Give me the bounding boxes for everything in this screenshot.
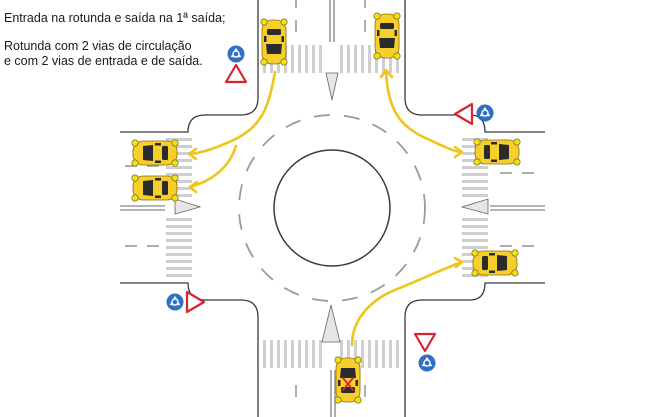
yield-sign-icon — [224, 63, 248, 84]
car-icon — [471, 249, 519, 277]
divider-islands — [174, 72, 489, 343]
caption-description: Rotunda com 2 vias de circulação e com 2… — [4, 39, 203, 69]
road-outline — [120, 0, 545, 417]
car-paths — [188, 70, 464, 347]
car-icon — [260, 18, 288, 66]
roundabout-sign-icon — [475, 103, 495, 123]
roundabout-circle — [238, 114, 426, 302]
yield-sign-icon — [185, 290, 206, 314]
crosswalk-left — [166, 138, 192, 277]
roundabout-sign-icon — [226, 44, 246, 64]
yield-sign-icon — [453, 102, 474, 126]
car-icon — [131, 139, 179, 167]
path-arrowheads — [187, 68, 464, 269]
caption-title: Entrada na rotunda e saída na 1ª saída; — [4, 11, 226, 25]
roundabout-sign-icon — [165, 292, 185, 312]
forbidden-x-icon — [342, 377, 354, 391]
roundabout-sign-icon — [417, 353, 437, 373]
car-icon — [334, 356, 362, 404]
lane-markings — [120, 0, 545, 417]
car-icon — [473, 138, 521, 166]
caption-line: e com 2 vias de entrada e de saída. — [4, 54, 203, 68]
crosswalk-bottom — [263, 340, 399, 368]
caption-line: Rotunda com 2 vias de circulação — [4, 39, 192, 53]
car-icon — [373, 12, 401, 60]
car-icon — [131, 174, 179, 202]
yield-sign-icon — [413, 332, 437, 353]
